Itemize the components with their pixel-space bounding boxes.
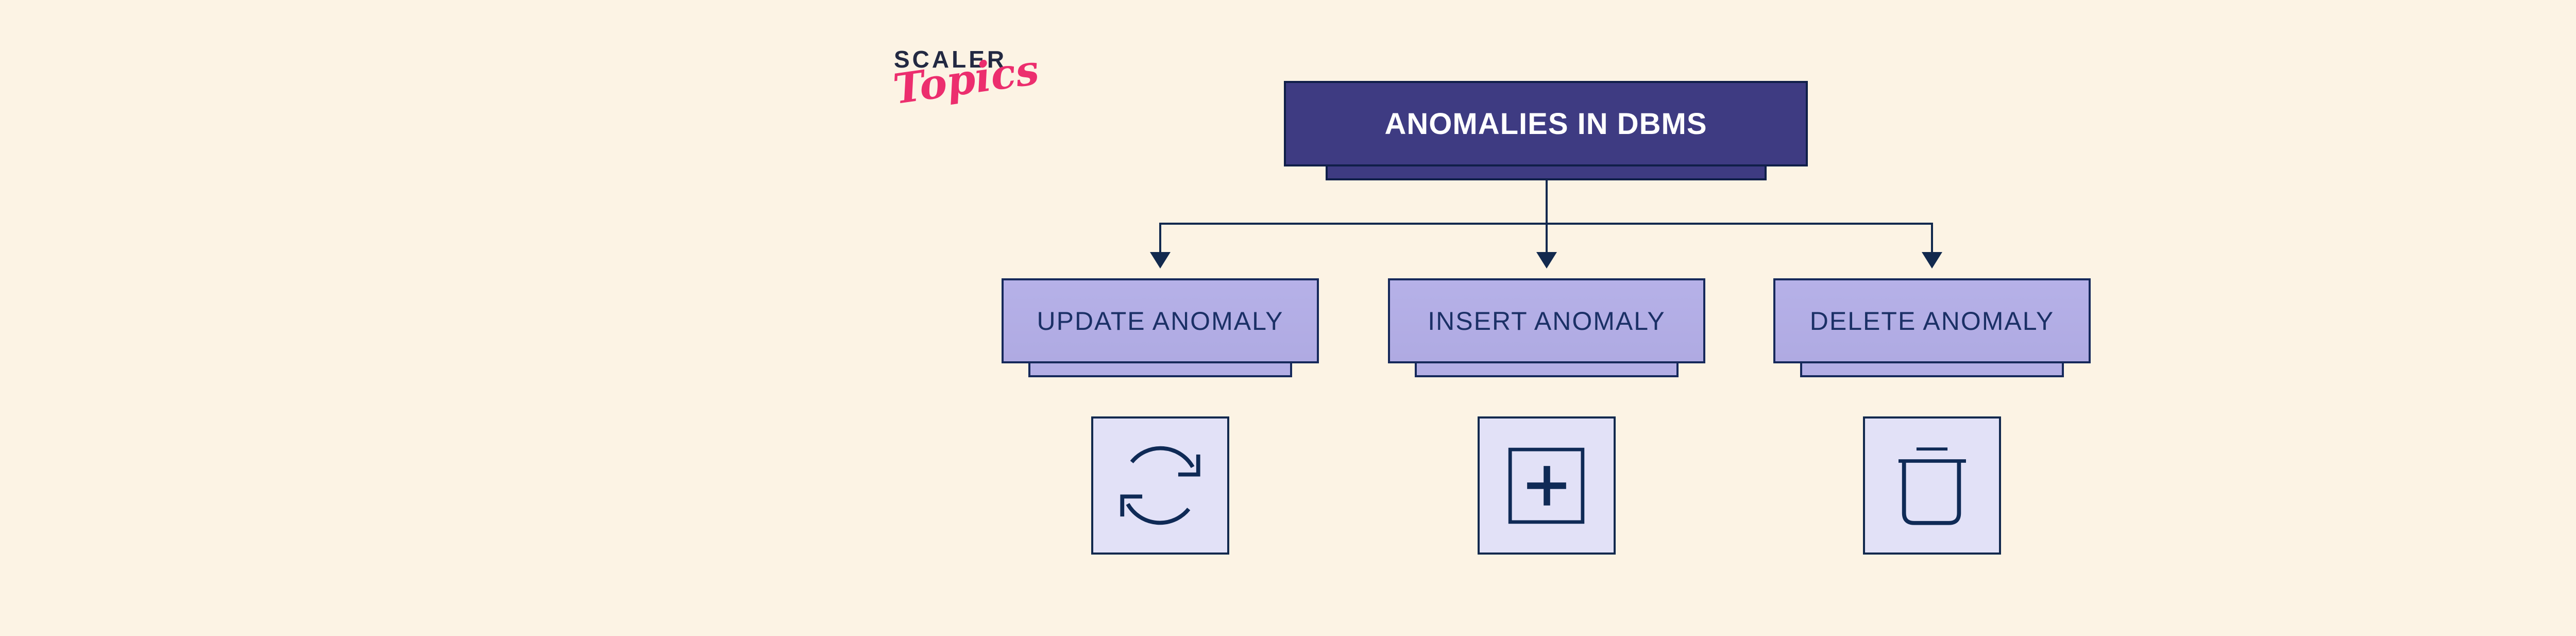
delete-node-label: DELETE ANOMALY <box>1809 306 2055 336</box>
child-node-delete-anomaly: DELETE ANOMALY <box>1773 278 2091 363</box>
child-node-insert-anomaly: INSERT ANOMALY <box>1388 278 1705 363</box>
root-node-anomalies-in-dbms: ANOMALIES IN DBMS <box>1284 81 1808 166</box>
middle-arrowhead-icon <box>1536 252 1557 269</box>
scaler-topics-logo: SCALER Topics <box>890 45 1042 114</box>
update-icon-tile <box>1091 416 1229 555</box>
delete-icon-tile <box>1863 416 2001 555</box>
root-node-label: ANOMALIES IN DBMS <box>1384 107 1707 141</box>
update-cycle-icon <box>1120 446 1200 525</box>
insert-node-pedestal <box>1415 361 1679 377</box>
delete-node-pedestal <box>1800 361 2064 377</box>
delete-trash-icon <box>1899 447 1966 525</box>
insert-icon-tile <box>1478 416 1616 555</box>
logo-brand-text: SCALER <box>894 46 1007 73</box>
child-node-update-anomaly: UPDATE ANOMALY <box>1002 278 1319 363</box>
left-arrowhead-icon <box>1150 252 1171 269</box>
insert-plus-icon <box>1508 447 1585 524</box>
update-node-pedestal <box>1028 361 1292 377</box>
update-node-label: UPDATE ANOMALY <box>1037 306 1284 336</box>
right-arrowhead-icon <box>1922 252 1942 269</box>
insert-node-label: INSERT ANOMALY <box>1428 306 1666 336</box>
